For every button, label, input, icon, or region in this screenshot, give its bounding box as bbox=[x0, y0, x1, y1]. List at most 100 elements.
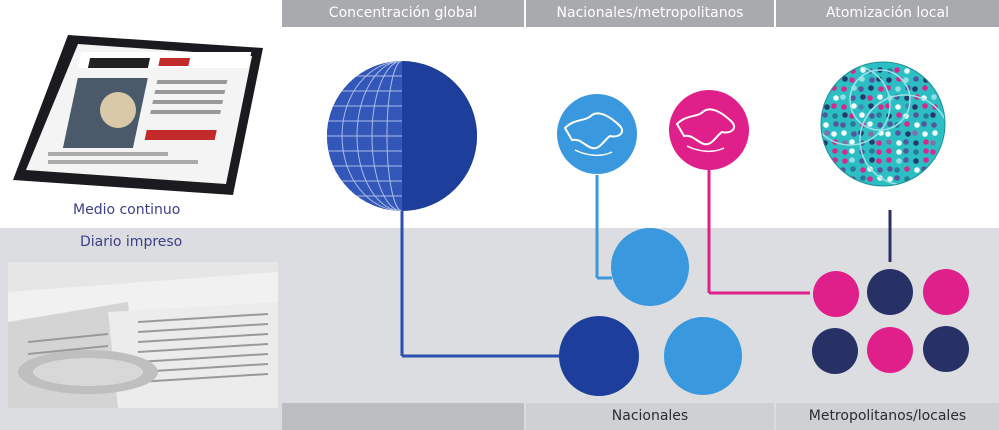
atom-dot bbox=[877, 94, 883, 100]
atom-dot bbox=[840, 122, 846, 128]
atom-dot bbox=[832, 148, 838, 154]
atom-dot bbox=[858, 86, 864, 92]
atom-dot bbox=[869, 157, 875, 163]
atom-dot bbox=[824, 104, 830, 110]
atom-dot bbox=[914, 167, 920, 173]
atom-dot bbox=[887, 176, 893, 182]
atom-dot bbox=[858, 104, 864, 110]
atom-dot bbox=[931, 122, 937, 128]
atom-dot bbox=[850, 121, 856, 127]
atom-dot bbox=[922, 85, 928, 91]
atom-dot bbox=[896, 158, 902, 164]
atom-dot bbox=[914, 122, 920, 128]
local-outlet-5 bbox=[867, 327, 913, 373]
atom-dot bbox=[922, 103, 928, 109]
atom-dot bbox=[923, 157, 929, 163]
atom-dot bbox=[868, 103, 874, 109]
atom-dot bbox=[923, 139, 929, 145]
atom-dot bbox=[878, 86, 884, 92]
atom-dot bbox=[833, 95, 839, 101]
atom-dot bbox=[913, 158, 919, 164]
atom-dot bbox=[841, 86, 847, 92]
local-outlet-4 bbox=[812, 328, 858, 374]
tablet-image bbox=[13, 35, 263, 195]
atom-dot bbox=[876, 112, 882, 118]
atom-dot bbox=[886, 148, 892, 154]
atom-dot bbox=[869, 139, 875, 145]
atom-dot bbox=[859, 112, 865, 118]
atom-dot bbox=[885, 131, 891, 137]
atom-dot bbox=[842, 149, 848, 155]
atom-dot bbox=[860, 94, 866, 100]
atom-dot bbox=[887, 166, 893, 172]
atom-dot bbox=[869, 77, 875, 83]
atom-dot bbox=[886, 77, 892, 83]
atom-dot bbox=[930, 140, 936, 146]
atom-dot bbox=[903, 157, 909, 163]
atom-dot bbox=[894, 67, 900, 73]
atom-dot bbox=[867, 121, 873, 127]
footer-global-empty bbox=[282, 403, 524, 430]
local-outlet-2 bbox=[867, 269, 913, 315]
atom-dot bbox=[930, 149, 936, 155]
atom-dot bbox=[851, 131, 857, 137]
atom-dot bbox=[841, 130, 847, 136]
header-local-atomization: Atomización local bbox=[776, 0, 999, 27]
atom-dot bbox=[912, 86, 918, 92]
caption-continuous-medium: Medio continuo bbox=[73, 202, 181, 218]
atom-dot bbox=[894, 175, 900, 181]
atom-dot bbox=[903, 139, 909, 145]
atom-dot bbox=[913, 76, 919, 82]
atom-dot bbox=[923, 113, 929, 119]
national-outlet-navy bbox=[559, 316, 639, 396]
atom-dot bbox=[895, 104, 901, 110]
newspaper-image bbox=[8, 262, 278, 408]
atom-dot bbox=[905, 131, 911, 137]
atom-dot bbox=[860, 167, 866, 173]
atom-dot bbox=[931, 94, 937, 100]
atom-dot bbox=[860, 175, 866, 181]
atom-dot bbox=[922, 131, 928, 137]
atom-dot bbox=[850, 166, 856, 172]
local-outlet-3 bbox=[923, 269, 969, 315]
atom-dot bbox=[841, 104, 847, 110]
national-outlet-light bbox=[664, 317, 742, 395]
atom-dot bbox=[822, 112, 828, 118]
atom-dot bbox=[842, 158, 848, 164]
national-map-globe-icon bbox=[557, 94, 637, 174]
atom-dot bbox=[904, 68, 910, 74]
atom-dot bbox=[903, 77, 909, 83]
atom-dot bbox=[869, 148, 875, 154]
atom-dot bbox=[921, 121, 927, 127]
atom-dot bbox=[823, 122, 829, 128]
global-globe-icon bbox=[327, 61, 477, 211]
atom-dot bbox=[831, 103, 837, 109]
atom-dot bbox=[895, 86, 901, 92]
atom-dot bbox=[851, 103, 857, 109]
atom-dot bbox=[849, 157, 855, 163]
atom-dot bbox=[877, 122, 883, 128]
atom-dot bbox=[840, 94, 846, 100]
atom-dot bbox=[904, 121, 910, 127]
atom-dot bbox=[842, 76, 848, 82]
atom-dot bbox=[887, 121, 893, 127]
caption-print-newspaper: Diario impreso bbox=[80, 234, 183, 250]
atom-dot bbox=[894, 167, 900, 173]
atom-dot bbox=[896, 140, 902, 146]
atom-dot bbox=[876, 158, 882, 164]
atom-dot bbox=[833, 121, 839, 127]
national-outlet-light-top bbox=[611, 228, 689, 306]
footer-nationals: Nacionales bbox=[526, 403, 774, 430]
atom-dot bbox=[896, 112, 902, 118]
local-outlet-1 bbox=[813, 271, 859, 317]
atom-dot bbox=[886, 139, 892, 145]
atom-dot bbox=[849, 148, 855, 154]
atom-dot bbox=[859, 158, 865, 164]
atom-dot bbox=[913, 149, 919, 155]
metropolitan-map-globe-icon bbox=[669, 90, 749, 170]
atom-dot bbox=[868, 131, 874, 137]
atom-dot bbox=[913, 112, 919, 118]
footer-metropolitan-local: Metropolitanos/locales bbox=[776, 403, 999, 430]
atom-dot bbox=[913, 140, 919, 146]
